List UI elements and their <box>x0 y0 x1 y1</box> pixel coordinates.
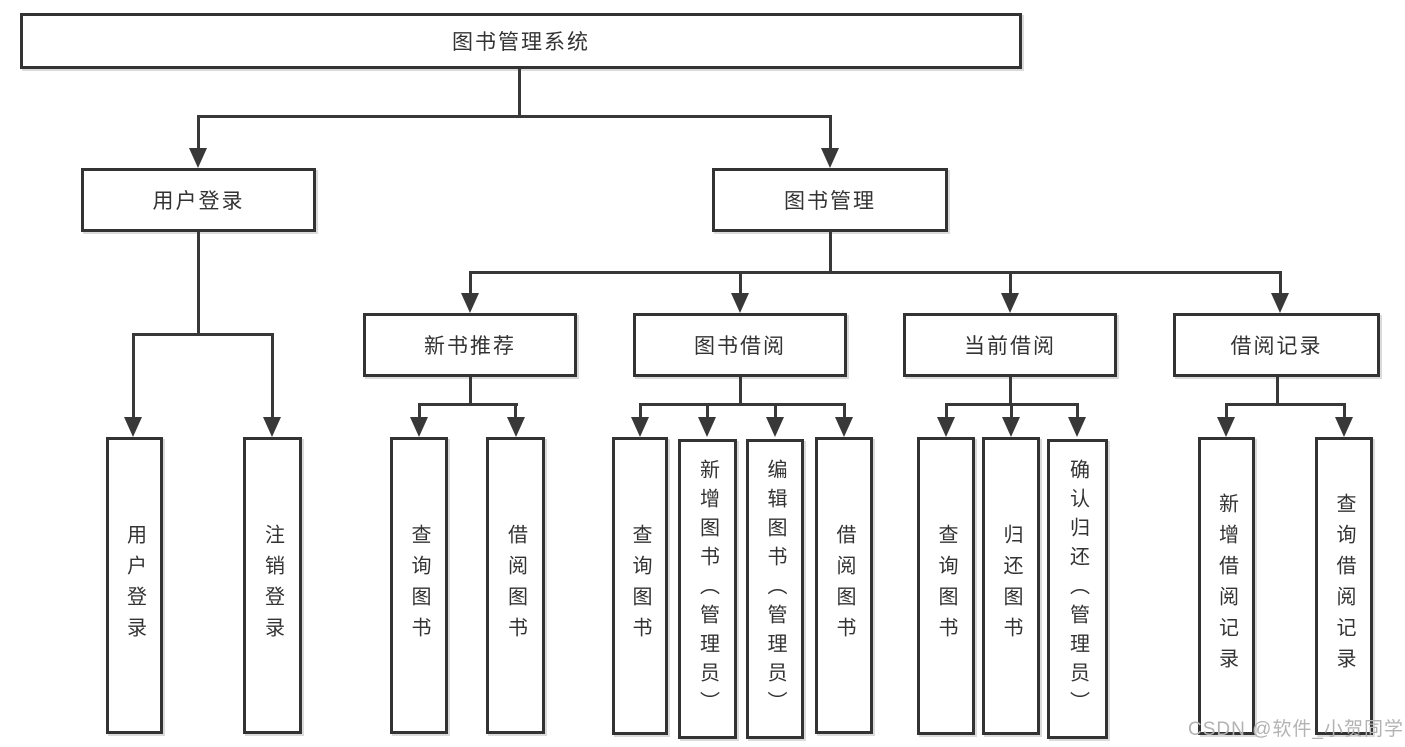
connector-line <box>1009 377 1012 406</box>
connector-line <box>469 271 1281 274</box>
leaf-query-books-3-label: 查询图书 <box>935 524 957 648</box>
leaf-query-borrow-record-label: 查询借阅记录 <box>1333 493 1355 679</box>
arrow-down-icon <box>835 417 853 437</box>
connector-line <box>469 377 472 406</box>
leaf-query-borrow-record: 查询借阅记录 <box>1315 437 1373 735</box>
leaf-return-book: 归还图书 <box>982 437 1040 735</box>
arrow-down-icon <box>461 293 479 313</box>
node-borrow-records-label: 借阅记录 <box>1230 335 1323 358</box>
node-current-borrow-label: 当前借阅 <box>964 335 1056 358</box>
arrow-down-icon <box>731 293 749 313</box>
connector-line <box>1225 403 1228 419</box>
connector-line <box>829 115 832 150</box>
connector-line <box>1279 271 1282 296</box>
connector-line <box>774 403 777 419</box>
connector-line <box>271 333 274 419</box>
arrow-down-icon <box>698 417 716 437</box>
arrow-down-icon <box>1068 417 1086 437</box>
connector-line <box>1009 271 1012 296</box>
connector-line <box>1276 377 1279 406</box>
leaf-query-books-2-label: 查询图书 <box>629 524 651 648</box>
connector-line <box>843 403 846 419</box>
leaf-edit-book-admin-label: 编辑图书（管理员） <box>764 458 786 720</box>
connector-line <box>469 271 472 296</box>
node-book-borrow: 图书借阅 <box>633 313 847 377</box>
connector-line <box>1010 403 1013 419</box>
node-root-label: 图书管理系统 <box>452 31 590 54</box>
leaf-add-book-admin: 新增图书（管理员） <box>678 439 737 739</box>
leaf-query-books-3: 查询图书 <box>917 437 975 735</box>
arrow-down-icon <box>189 148 207 168</box>
arrow-down-icon <box>263 417 281 437</box>
node-user-login: 用户登录 <box>81 168 316 232</box>
arrow-down-icon <box>1001 293 1019 313</box>
node-root: 图书管理系统 <box>20 13 1022 69</box>
csdn-watermark: CSDN @软件_小贺同学 <box>1188 719 1404 740</box>
connector-line <box>518 69 521 117</box>
leaf-query-books-2: 查询图书 <box>612 437 668 735</box>
leaf-borrow-books-2-label: 借阅图书 <box>833 523 855 648</box>
leaf-confirm-return-admin-label: 确认归还（管理员） <box>1066 458 1089 720</box>
leaf-query-books-1: 查询图书 <box>390 437 448 734</box>
leaf-add-borrow-record-label: 新增借阅记录 <box>1215 493 1238 679</box>
leaf-add-book-admin-label: 新增图书（管理员） <box>696 458 719 720</box>
connector-line <box>197 115 832 118</box>
leaf-logout: 注销登录 <box>243 437 302 734</box>
connector-line <box>132 333 273 336</box>
arrow-down-icon <box>507 417 525 437</box>
connector-line <box>639 403 642 419</box>
arrow-down-icon <box>937 417 955 437</box>
node-current-borrow: 当前借阅 <box>903 313 1117 377</box>
node-user-login-label: 用户登录 <box>152 190 245 213</box>
arrow-down-icon <box>124 417 142 437</box>
arrow-down-icon <box>1217 417 1235 437</box>
arrow-down-icon <box>631 417 649 437</box>
connector-line <box>132 333 135 419</box>
leaf-add-borrow-record: 新增借阅记录 <box>1198 437 1255 735</box>
node-new-book-recommend-label: 新书推荐 <box>424 335 516 358</box>
arrow-down-icon <box>821 148 839 168</box>
leaf-logout-label: 注销登录 <box>261 523 284 648</box>
connector-line <box>1076 403 1079 419</box>
connector-line <box>945 403 948 419</box>
connector-line <box>1343 403 1346 419</box>
node-new-book-recommend: 新书推荐 <box>363 313 577 377</box>
leaf-borrow-books-2: 借阅图书 <box>815 437 873 734</box>
node-book-management-label: 图书管理 <box>784 190 876 213</box>
connector-line <box>418 403 518 406</box>
leaf-return-book-label: 归还图书 <box>1000 524 1022 648</box>
leaf-borrow-books-1: 借阅图书 <box>486 437 545 734</box>
leaf-user-login: 用户登录 <box>106 437 163 734</box>
connector-line <box>706 403 709 419</box>
connector-line <box>514 403 517 419</box>
connector-line <box>739 271 742 296</box>
node-book-management: 图书管理 <box>712 168 948 232</box>
connector-line <box>639 403 846 406</box>
arrow-down-icon <box>1335 417 1353 437</box>
arrow-down-icon <box>766 417 784 437</box>
node-borrow-records: 借阅记录 <box>1173 313 1380 377</box>
connector-line <box>739 377 742 406</box>
connector-line <box>418 403 421 419</box>
leaf-query-books-1-label: 查询图书 <box>408 523 430 648</box>
connector-line <box>197 115 200 150</box>
arrow-down-icon <box>1271 293 1289 313</box>
connector-line <box>197 232 200 335</box>
node-book-borrow-label: 图书借阅 <box>694 335 786 358</box>
arrow-down-icon <box>410 417 428 437</box>
leaf-user-login-label: 用户登录 <box>123 523 146 648</box>
connector-line <box>1225 403 1346 406</box>
connector-line <box>829 231 832 273</box>
leaf-confirm-return-admin: 确认归还（管理员） <box>1047 439 1108 739</box>
leaf-edit-book-admin: 编辑图书（管理员） <box>746 439 804 739</box>
leaf-borrow-books-1-label: 借阅图书 <box>504 523 527 648</box>
arrow-down-icon <box>1002 417 1020 437</box>
